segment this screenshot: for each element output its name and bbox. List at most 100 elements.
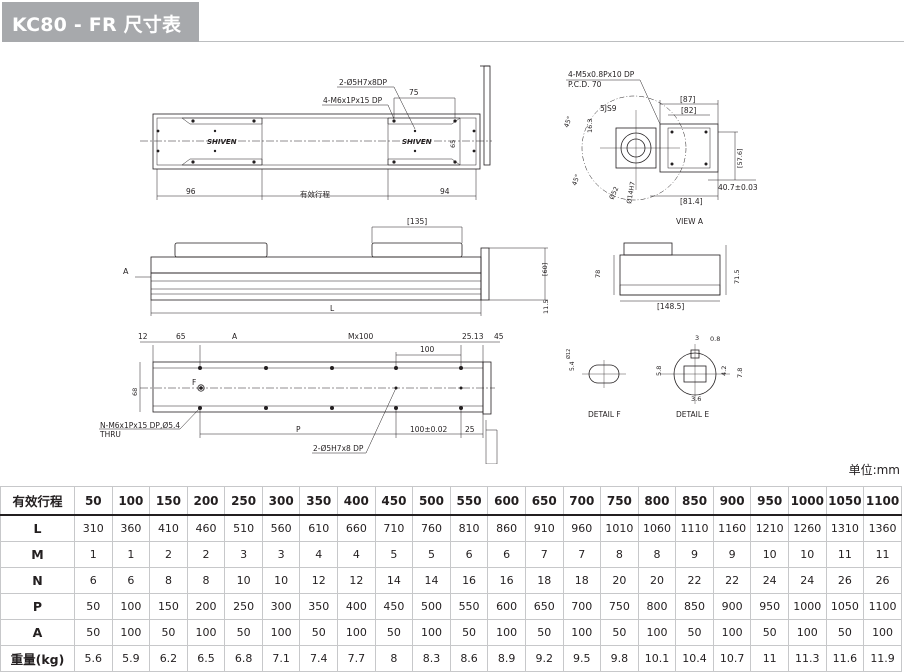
dim-148-5: [148.5] bbox=[657, 302, 684, 311]
table-cell: 6 bbox=[449, 541, 489, 568]
table-cell: 50 bbox=[449, 619, 489, 646]
dim-71-5: 71.5 bbox=[733, 270, 741, 284]
table-cell: 100 bbox=[863, 619, 902, 646]
table-cell: 2 bbox=[186, 541, 226, 568]
dim-4-2: 4.2 bbox=[720, 366, 728, 376]
table-cell: 650 bbox=[524, 593, 564, 620]
table-cell: 100 bbox=[562, 619, 602, 646]
dim-65-top: 65 bbox=[449, 140, 457, 148]
table-cell: 24 bbox=[787, 567, 827, 594]
table-cell: 700 bbox=[562, 593, 602, 620]
dim-135: [135] bbox=[407, 217, 427, 226]
row-label-cell: L bbox=[0, 514, 75, 542]
table-cell: 460 bbox=[186, 514, 226, 542]
dim-5-4: 5.4 bbox=[569, 361, 576, 371]
dim-57-6: [57.6] bbox=[736, 148, 744, 168]
table-cell: 600 bbox=[487, 593, 526, 620]
row-label-cell: A bbox=[0, 619, 75, 646]
top-view: SHIVEN SHIVEN 96 有效行程 94 75 2-Ø5H7x8DP 4… bbox=[140, 65, 492, 200]
table-cell: 300 bbox=[261, 593, 301, 620]
tap-hole-note-thru: THRU bbox=[99, 430, 121, 439]
view-arrow-a: A bbox=[123, 267, 129, 276]
table-cell: 12 bbox=[337, 567, 376, 594]
table-cell: 660 bbox=[337, 514, 376, 542]
table-cell: 50 bbox=[524, 619, 564, 646]
dim-40-7: 40.7±0.03 bbox=[718, 183, 758, 192]
dim-87: [87] bbox=[680, 95, 695, 104]
dim-L: L bbox=[330, 304, 335, 313]
table-cell: 14 bbox=[374, 567, 414, 594]
table-cell: 1060 bbox=[637, 514, 677, 542]
detail-e-caption: DETAIL E bbox=[676, 410, 709, 419]
dim-P: P bbox=[296, 425, 301, 434]
table-cell: 50 bbox=[74, 593, 113, 620]
table-cell: 100 bbox=[111, 619, 151, 646]
table-cell: 9 bbox=[675, 541, 714, 568]
table-cell: 14 bbox=[412, 567, 451, 594]
stroke-header-cell: 300 bbox=[261, 486, 301, 516]
table-cell: 22 bbox=[712, 567, 752, 594]
dim-16-3: 16.3 bbox=[586, 119, 594, 133]
stroke-header-cell: 400 bbox=[337, 486, 376, 516]
table-cell: 5 bbox=[412, 541, 451, 568]
page-header: KC80 - FR 尺寸表 bbox=[0, 0, 904, 44]
table-cell: 10 bbox=[787, 541, 827, 568]
table-cell: 50 bbox=[675, 619, 714, 646]
unit-label: 单位:mm bbox=[848, 463, 900, 477]
table-cell: 50 bbox=[299, 619, 339, 646]
table-cell: 1050 bbox=[825, 593, 865, 620]
dim-68: 68 bbox=[131, 388, 139, 396]
table-cell: 6 bbox=[487, 541, 526, 568]
table-cell: 100 bbox=[261, 619, 301, 646]
detail-f-marker: F bbox=[192, 378, 196, 387]
dim-stroke-label: 有效行程 bbox=[300, 189, 330, 199]
brand-logo-left: SHIVEN bbox=[207, 138, 237, 146]
table-cell: 510 bbox=[224, 514, 263, 542]
dim-45: 45 bbox=[494, 332, 504, 341]
table-cell: 100 bbox=[412, 619, 451, 646]
dim-5-8: 5.8 bbox=[655, 366, 663, 376]
table-cell: 810 bbox=[449, 514, 489, 542]
stroke-header-cell: 1100 bbox=[863, 486, 902, 516]
dim-A: A bbox=[232, 332, 238, 341]
tap-hole-note: 4-M6x1Px15 DP bbox=[323, 96, 383, 105]
table-cell: 3 bbox=[224, 541, 263, 568]
table-cell: 16 bbox=[449, 567, 489, 594]
page-title: KC80 - FR 尺寸表 bbox=[12, 14, 182, 36]
table-cell: 1 bbox=[111, 541, 151, 568]
table-cell: 6 bbox=[111, 567, 151, 594]
stroke-header-cell: 250 bbox=[224, 486, 263, 516]
table-cell: 26 bbox=[825, 567, 865, 594]
table-cell: 100 bbox=[712, 619, 752, 646]
dim-7-8: 7.8 bbox=[736, 368, 744, 378]
dim-82: [82] bbox=[681, 106, 696, 115]
detail-e: 3 0.8 5.8 4.2 7.8 3.6 DETAIL E bbox=[655, 334, 744, 419]
table-cell: 2 bbox=[149, 541, 188, 568]
table-cell: 610 bbox=[299, 514, 339, 542]
dim-3: 3 bbox=[695, 334, 699, 342]
table-cell: 450 bbox=[374, 593, 414, 620]
stroke-header-cell: 100 bbox=[111, 486, 151, 516]
table-cell: 7 bbox=[524, 541, 564, 568]
table-cell: 350 bbox=[299, 593, 339, 620]
table-cell: 500 bbox=[412, 593, 451, 620]
table-cell: 1160 bbox=[712, 514, 752, 542]
dim-25: 25 bbox=[465, 425, 475, 434]
table-cell: 8 bbox=[637, 541, 677, 568]
bottom-view: F 12 65 A Mx100 25.13 45 100 68 P 100±0.… bbox=[99, 332, 504, 464]
dim-52: Ø52 bbox=[608, 185, 621, 201]
table-cell: 4 bbox=[337, 541, 376, 568]
table-cell: 550 bbox=[449, 593, 489, 620]
table-cell: 1110 bbox=[675, 514, 714, 542]
table-cell: 850 bbox=[675, 593, 714, 620]
table-cell: 100 bbox=[186, 619, 226, 646]
table-cell: 1000 bbox=[787, 593, 827, 620]
header-divider bbox=[199, 41, 904, 42]
table-cell: 20 bbox=[600, 567, 639, 594]
table-cell: 150 bbox=[149, 593, 188, 620]
table-cell: 100 bbox=[487, 619, 526, 646]
